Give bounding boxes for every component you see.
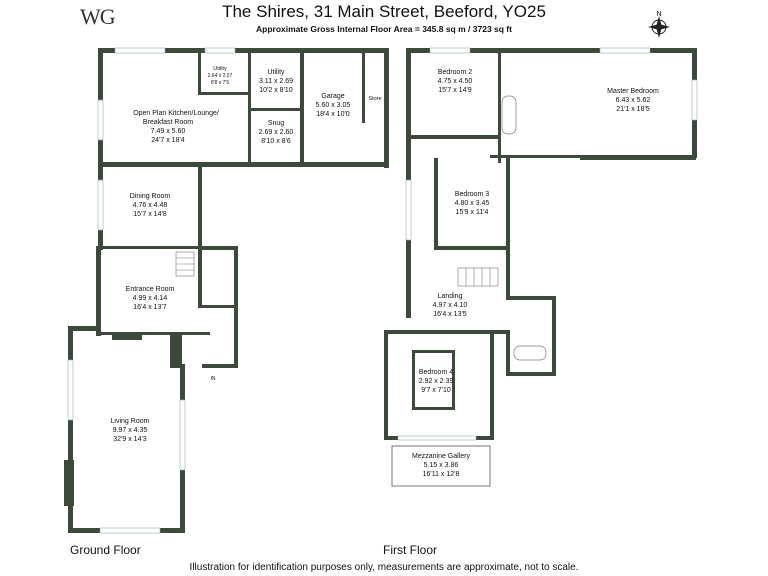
landing-name: Landing <box>438 293 463 300</box>
landing-metric: 4.97 x 4.10 <box>433 302 468 309</box>
garage-imperial: 18'4 x 10'0 <box>316 111 350 118</box>
mezzanine-metric: 5.15 x 3.86 <box>424 462 459 469</box>
bedroom4-name: Bedroom 4 <box>419 369 453 376</box>
snug-name: Snug <box>268 120 284 127</box>
living-name: Living Room <box>111 418 150 425</box>
ground-floor-plan <box>64 47 389 534</box>
bedroom2-imperial: 15'7 x 14'9 <box>438 87 472 94</box>
floor-area-subtitle: Approximate Gross Internal Floor Area = … <box>256 24 512 34</box>
utility-small-metric: 2.64 x 2.27 <box>208 73 233 79</box>
utility-metric: 3.11 x 2.69 <box>259 78 293 85</box>
dining-name: Dining Room <box>130 193 171 200</box>
kitchen-imperial: 24'7 x 18'4 <box>151 137 185 144</box>
first-floor-plan <box>384 47 698 441</box>
mezzanine-imperial: 16'11 x 12'8 <box>423 471 460 478</box>
snug-imperial: 8'10 x 8'6 <box>261 138 291 145</box>
bedroom3-imperial: 15'9 x 11'4 <box>456 209 489 216</box>
first-floor-label: First Floor <box>383 543 437 557</box>
entrance-in-label: IN <box>211 376 216 382</box>
entrance-imperial: 16'4 x 13'7 <box>133 304 167 311</box>
mezzanine-label-box: Mezzanine Gallery 5.15 x 3.86 16'11 x 12… <box>391 445 491 487</box>
entrance-name: Entrance Room <box>126 286 175 293</box>
mezzanine-name: Mezzanine Gallery <box>412 453 470 460</box>
bedroom4-imperial: 9'7 x 7'10 <box>421 387 451 394</box>
master-bedroom-imperial: 21'1 x 18'5 <box>616 106 650 113</box>
snug-metric: 2.69 x 2.60 <box>259 129 294 136</box>
living-metric: 9.97 x 4.35 <box>113 427 148 434</box>
kitchen-name-line1: Open Plan Kitchen/Lounge/ <box>133 110 219 117</box>
page-title: The Shires, 31 Main Street, Beeford, YO2… <box>222 2 546 21</box>
kitchen-name-line2: Breakfast Room <box>143 119 193 126</box>
dining-metric: 4.76 x 4.48 <box>133 202 168 209</box>
utility-imperial: 10'2 x 8'10 <box>259 87 293 94</box>
compass-icon: N <box>648 11 670 38</box>
disclaimer-text: Illustration for identification purposes… <box>189 562 579 573</box>
utility-small-name: Utility <box>213 66 227 72</box>
bedroom4-metric: 2.92 x 2.39 <box>419 378 454 385</box>
bedroom2-metric: 4.75 x 4.50 <box>438 78 473 85</box>
dining-imperial: 15'7 x 14'8 <box>133 211 167 218</box>
master-bedroom-name: Master Bedroom <box>607 88 659 95</box>
agent-logo: WG <box>80 4 116 29</box>
landing-imperial: 16'4 x 13'5 <box>433 311 467 318</box>
bedroom3-name: Bedroom 3 <box>455 191 489 198</box>
living-imperial: 32'9 x 14'3 <box>113 436 147 443</box>
utility-small-imperial: 8'8 x 7'5 <box>211 80 230 86</box>
garage-name: Garage <box>321 93 344 100</box>
bedroom2-name: Bedroom 2 <box>438 69 472 76</box>
bedroom3-metric: 4.80 x 3.45 <box>455 200 490 207</box>
garage-metric: 5.60 x 3.05 <box>316 102 351 109</box>
compass-north-label: N <box>656 11 661 18</box>
kitchen-metric: 7.49 x 5.60 <box>151 128 186 135</box>
ground-floor-label: Ground Floor <box>70 543 141 557</box>
store-name: Store <box>368 96 381 102</box>
master-bedroom-metric: 6.43 x 5.62 <box>616 97 651 104</box>
entrance-metric: 4.99 x 4.14 <box>133 295 168 302</box>
utility-name: Utility <box>267 69 285 76</box>
